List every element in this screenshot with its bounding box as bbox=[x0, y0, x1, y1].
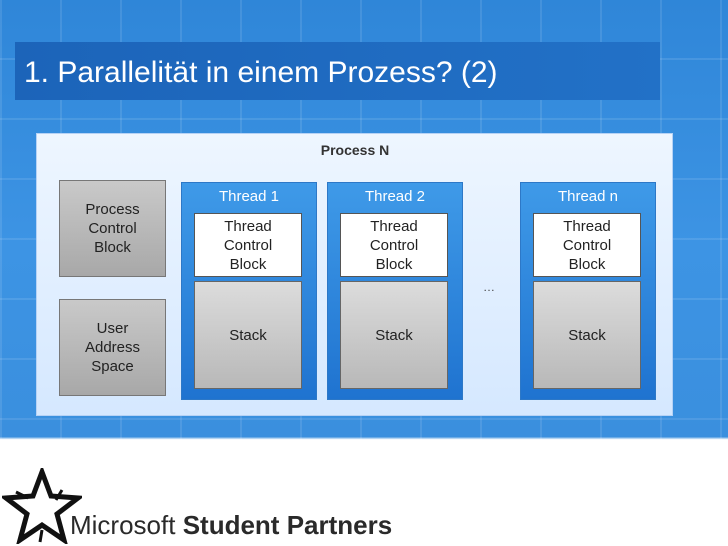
ellipsis: … bbox=[483, 280, 495, 294]
pcb-label: Process Control Block bbox=[85, 201, 140, 256]
thread-control-block-n: Thread Control Block bbox=[533, 213, 641, 277]
stack-label-1: Stack bbox=[229, 326, 267, 344]
brand-name: Microsoft bbox=[70, 510, 176, 540]
thread-control-block-2: Thread Control Block bbox=[340, 213, 448, 277]
footer bbox=[0, 440, 728, 546]
footer-logo-text: Microsoft Student Partners bbox=[70, 510, 392, 541]
uas-label: User Address Space bbox=[84, 320, 141, 375]
slide-title: 1. Parallelität in einem Prozess? (2) bbox=[24, 56, 498, 89]
process-label: Process N bbox=[320, 142, 390, 158]
stack-label-2: Stack bbox=[375, 326, 413, 344]
thread-control-block-1: Thread Control Block bbox=[194, 213, 302, 277]
star-logo-icon bbox=[2, 468, 82, 544]
thread-label-2: Thread 2 bbox=[364, 188, 426, 205]
product-name: Student Partners bbox=[182, 510, 393, 540]
stack-label-n: Stack bbox=[568, 326, 606, 344]
process-control-block: Process Control Block bbox=[59, 180, 166, 277]
tcb-label-1: Thread Control Block bbox=[223, 217, 273, 273]
user-address-space: User Address Space bbox=[59, 299, 166, 396]
stack-2: Stack bbox=[340, 281, 448, 389]
thread-label-1: Thread 1 bbox=[218, 188, 280, 205]
stack-n: Stack bbox=[533, 281, 641, 389]
stack-1: Stack bbox=[194, 281, 302, 389]
tcb-label-2: Thread Control Block bbox=[369, 217, 419, 273]
tcb-label-n: Thread Control Block bbox=[562, 217, 612, 273]
thread-label-n: Thread n bbox=[557, 188, 619, 205]
title-bar bbox=[15, 42, 660, 100]
